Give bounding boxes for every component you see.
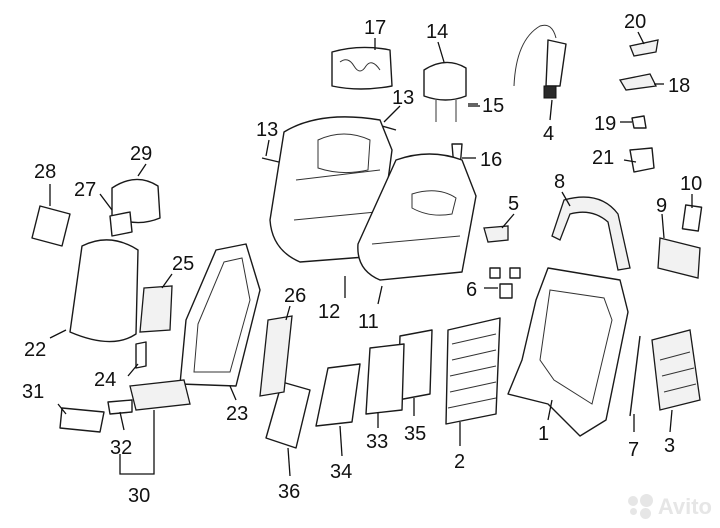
- callout-19: 19: [594, 113, 616, 135]
- callout-29: 29: [130, 143, 152, 165]
- callout-20: 20: [624, 11, 646, 33]
- callout-27: 27: [74, 179, 96, 201]
- part-5-clip: [483, 225, 509, 243]
- part-19-nut: [631, 115, 647, 129]
- part-27-clip: [109, 211, 133, 237]
- callout-15: 15: [482, 95, 504, 117]
- part-32-cover: [107, 399, 133, 415]
- part-7-rod: [629, 335, 641, 417]
- part-10-label: [681, 204, 703, 232]
- part-33-panel: [365, 343, 405, 415]
- part-3-adjuster: [651, 329, 701, 411]
- part-30-base: [129, 379, 191, 411]
- watermark-text: Avito: [657, 494, 712, 519]
- callout-13b: 13: [392, 87, 414, 109]
- callout-10: 10: [680, 173, 702, 195]
- callout-36: 36: [278, 481, 300, 503]
- part-1-seat-frame: [507, 267, 629, 437]
- part-21-bracket: [629, 147, 655, 173]
- part-8-upper-frame: [551, 196, 631, 271]
- part-12-backrest-cover: [269, 116, 393, 263]
- callout-11: 11: [358, 311, 379, 333]
- callout-8: 8: [554, 171, 565, 193]
- part-25-bracket: [139, 285, 173, 333]
- part-22-side-cushion: [69, 239, 139, 343]
- callout-25: 25: [172, 253, 194, 275]
- avito-dots-icon: [627, 494, 654, 520]
- callout-18: 18: [668, 75, 690, 97]
- callout-22: 22: [24, 339, 46, 361]
- callout-2: 2: [454, 451, 465, 473]
- part-6-clip-set: [489, 267, 521, 299]
- callout-31: 31: [22, 381, 44, 403]
- callout-34: 34: [330, 461, 352, 483]
- part-28-card: [31, 205, 71, 247]
- callout-21: 21: [592, 147, 614, 169]
- callout-30: 30: [128, 485, 150, 507]
- part-17-headrest-pad: [331, 46, 393, 90]
- avito-watermark: Avito: [627, 494, 712, 520]
- callout-labels: 17 14 13 15 13 16 4 20 18 19 21 10 9 8 5…: [22, 11, 702, 507]
- part-11-seat-cushion-cover: [357, 153, 477, 281]
- callout-33: 33: [366, 431, 388, 453]
- part-18-clip: [618, 73, 657, 91]
- callout-14: 14: [426, 21, 448, 43]
- callout-35: 35: [404, 423, 426, 445]
- part-20-bracket: [629, 39, 659, 57]
- callout-1: 1: [538, 423, 549, 445]
- callout-9: 9: [656, 195, 667, 217]
- part-31-trim: [59, 407, 105, 433]
- callout-17: 17: [364, 17, 386, 39]
- part-4-cable-actuator: [513, 24, 567, 99]
- callout-24: 24: [94, 369, 116, 391]
- callout-12: 12: [318, 301, 340, 323]
- part-24-cap: [135, 341, 147, 369]
- callout-23: 23: [226, 403, 248, 425]
- part-2-spring-mat: [445, 317, 501, 425]
- part-36-panel: [265, 381, 311, 449]
- part-23-backrest-frame: [179, 243, 261, 387]
- part-9-module: [657, 237, 701, 279]
- callout-6: 6: [466, 279, 477, 301]
- leader-lines: [49, 31, 693, 477]
- callout-32: 32: [110, 437, 132, 459]
- callout-5: 5: [508, 193, 519, 215]
- part-34-panel: [315, 363, 361, 427]
- callout-3: 3: [664, 435, 675, 457]
- part-26-trim: [259, 315, 293, 397]
- callout-28: 28: [34, 161, 56, 183]
- callout-4: 4: [543, 123, 554, 145]
- callout-13a: 13: [256, 119, 278, 141]
- part-14-headrest: [423, 61, 467, 122]
- callout-26: 26: [284, 285, 306, 307]
- callout-7: 7: [628, 439, 639, 461]
- callout-16: 16: [480, 149, 502, 171]
